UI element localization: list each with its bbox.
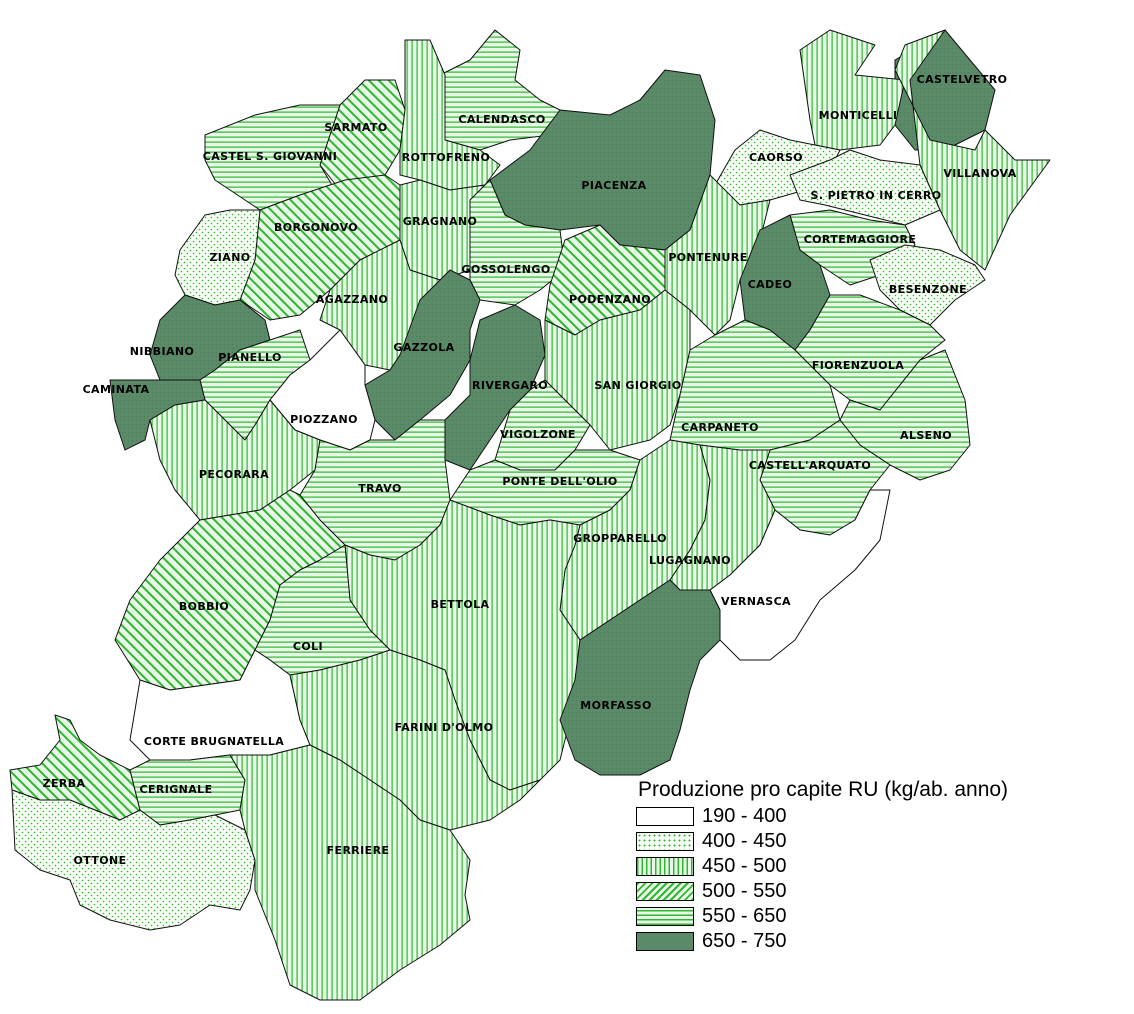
legend-label: 190 - 400	[702, 805, 787, 827]
label-carpaneto: CARPANETO	[681, 421, 759, 434]
legend-swatch	[636, 857, 694, 876]
muni-cerignale[interactable]	[129, 754, 246, 826]
muni-besenzone[interactable]	[869, 244, 986, 326]
legend-item: 500 - 550	[636, 879, 1126, 904]
legend-swatch	[636, 832, 694, 851]
label-sarmato: SARMATO	[324, 121, 387, 134]
legend-item: 400 - 450	[636, 829, 1126, 854]
label-bettola: BETTOLA	[431, 598, 490, 611]
map-legend: Produzione pro capite RU (kg/ab. anno) 1…	[636, 778, 1126, 1008]
label-pontedellolio: PONTE DELL'OLIO	[502, 475, 617, 488]
label-piozzano: PIOZZANO	[290, 413, 358, 426]
label-spietro: S. PIETRO IN CERRO	[811, 189, 942, 202]
muni-morfasso[interactable]	[559, 579, 721, 776]
label-cadeo: CADEO	[748, 278, 793, 291]
legend-label: 550 - 650	[702, 905, 787, 927]
label-castellarquato: CASTELL'ARQUATO	[749, 459, 871, 472]
label-castelvetro: CASTELVETRO	[917, 73, 1008, 86]
label-gossolengo: GOSSOLENGO	[461, 263, 550, 276]
legend-title: Produzione pro capite RU (kg/ab. anno)	[638, 778, 1009, 801]
label-rottofreno: ROTTOFRENO	[402, 151, 491, 164]
legend-label: 650 - 750	[702, 930, 787, 952]
label-agazzano: AGAZZANO	[316, 293, 388, 306]
label-nibbiano: NIBBIANO	[130, 345, 194, 358]
label-gragnano: GRAGNANO	[403, 215, 478, 228]
legend-label: 450 - 500	[702, 855, 787, 877]
muni-rivergaro[interactable]	[444, 304, 546, 471]
muni-ziano[interactable]	[174, 209, 261, 306]
legend-swatch	[636, 882, 694, 901]
label-travo: TRAVO	[358, 482, 401, 495]
label-zerba: ZERBA	[43, 777, 86, 790]
label-piacenza: PIACENZA	[581, 179, 646, 192]
label-sangiorgio: SAN GIORGIO	[594, 379, 681, 392]
label-gazzola: GAZZOLA	[393, 341, 454, 354]
label-besenzone: BESENZONE	[889, 283, 967, 296]
label-calendasco: CALENDASCO	[458, 113, 545, 126]
label-ottone: OTTONE	[73, 854, 126, 867]
legend-item: 190 - 400	[636, 804, 1126, 829]
label-lugagnano: LUGAGNANO	[649, 554, 731, 567]
label-castelsg: CASTEL S. GIOVANNI	[203, 150, 337, 163]
label-cortebrugnatella: CORTE BRUGNATELLA	[144, 735, 284, 748]
label-morfasso: MORFASSO	[580, 699, 651, 712]
label-vigolzone: VIGOLZONE	[500, 428, 576, 441]
label-bobbio: BOBBIO	[179, 600, 229, 613]
label-caminata: CAMINATA	[83, 383, 150, 396]
legend-swatch	[636, 932, 694, 951]
muni-calendasco[interactable]	[439, 29, 561, 151]
label-fiorenzuola: FIORENZUOLA	[812, 359, 904, 372]
label-pianello: PIANELLO	[218, 351, 282, 364]
legend-item: 450 - 500	[636, 854, 1126, 879]
muni-spietro[interactable]	[789, 149, 941, 226]
label-borgonovo: BORGONOVO	[274, 221, 358, 234]
muni-villanova[interactable]	[894, 29, 1051, 271]
muni-vernasca[interactable]	[709, 489, 891, 661]
legend-swatch	[636, 807, 694, 826]
muni-sarmato[interactable]	[319, 79, 406, 191]
legend-item: 550 - 650	[636, 904, 1126, 929]
label-rivergaro: RIVERGARO	[472, 379, 548, 392]
legend-swatch	[636, 907, 694, 926]
label-gropparello: GROPPARELLO	[573, 532, 667, 545]
muni-ferriere[interactable]	[229, 744, 471, 1001]
legend-label: 400 - 450	[702, 830, 787, 852]
legend-label: 500 - 550	[702, 880, 787, 902]
label-caorso: CAORSO	[749, 151, 803, 164]
label-vernasca: VERNASCA	[721, 595, 791, 608]
label-ferriere: FERRIERE	[327, 844, 390, 857]
label-coli: COLI	[293, 640, 323, 653]
label-villanova: VILLANOVA	[943, 167, 1016, 180]
label-alseno: ALSENO	[900, 429, 952, 442]
label-ziano: ZIANO	[209, 251, 250, 264]
muni-ottone[interactable]	[11, 789, 256, 931]
label-pecorara: PECORARA	[199, 468, 269, 481]
label-cerignale: CERIGNALE	[139, 783, 212, 796]
label-podenzano: PODENZANO	[569, 293, 651, 306]
label-cortemaggiore: CORTEMAGGIORE	[804, 233, 917, 246]
muni-gazzola[interactable]	[364, 269, 481, 441]
label-fariniolmo: FARINI D'OLMO	[395, 721, 494, 734]
legend-item: 650 - 750	[636, 929, 1126, 954]
muni-monticelli[interactable]	[799, 29, 906, 151]
label-monticelli: MONTICELLI	[819, 109, 898, 122]
label-pontenure: PONTENURE	[668, 251, 747, 264]
